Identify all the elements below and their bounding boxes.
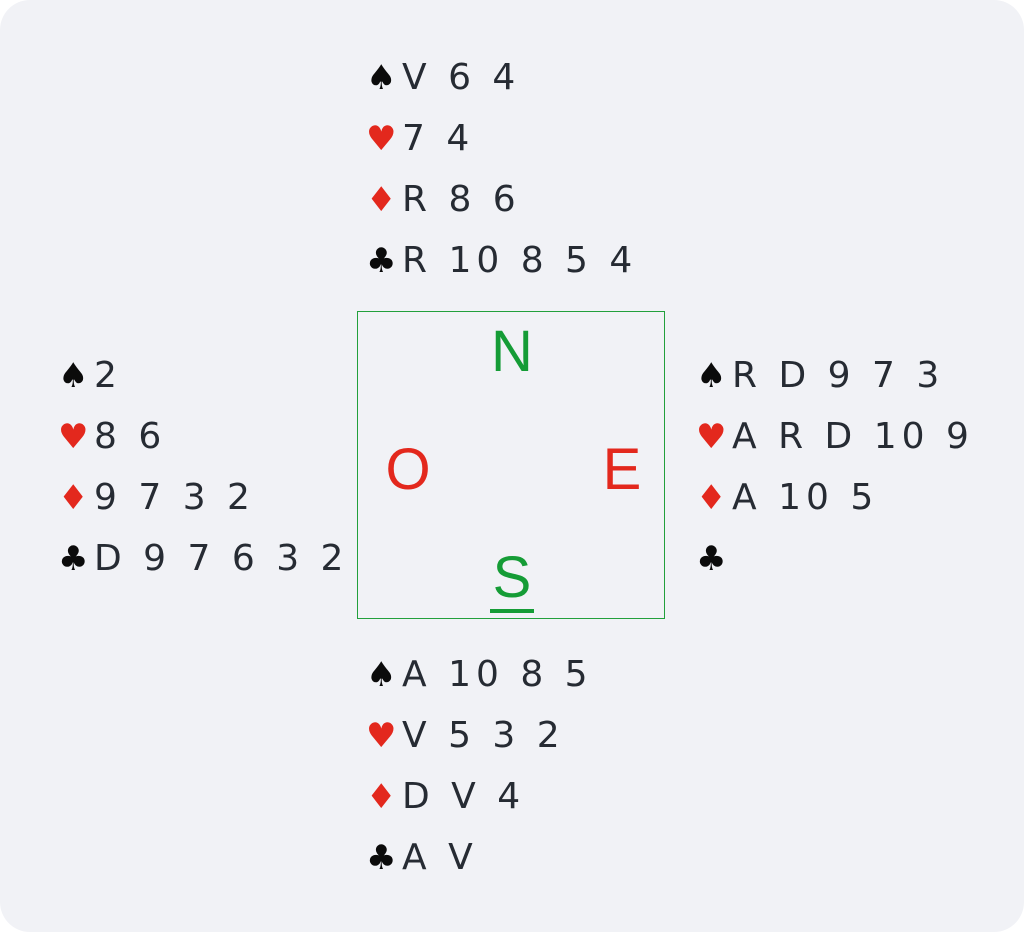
east-spades-line: ♠R D 9 7 3 bbox=[696, 346, 944, 406]
heart-icon: ♥ bbox=[366, 119, 397, 159]
compass-east: E bbox=[602, 437, 642, 502]
west-spades-line: ♠2 bbox=[58, 346, 122, 406]
south-hearts-line: ♥V 5 3 2 bbox=[366, 706, 565, 766]
dealer-underline bbox=[490, 609, 534, 613]
west-diamonds-line: ♦9 7 3 2 bbox=[58, 468, 255, 528]
south-clubs-cards: A V bbox=[402, 837, 478, 878]
east-hearts-line: ♥A R D 10 9 bbox=[696, 407, 974, 467]
club-icon: ♣ bbox=[696, 539, 727, 579]
north-hearts-cards: 7 4 bbox=[402, 118, 475, 159]
spade-icon: ♠ bbox=[58, 356, 89, 396]
compass-north: N bbox=[491, 319, 533, 384]
west-clubs-line: ♣D 9 7 6 3 2 bbox=[58, 529, 348, 589]
north-clubs-cards: R 10 8 5 4 bbox=[402, 240, 638, 281]
west-hearts-line: ♥8 6 bbox=[58, 407, 166, 467]
south-clubs-line: ♣A V bbox=[366, 828, 478, 888]
compass-west: O bbox=[385, 437, 431, 502]
west-spades-cards: 2 bbox=[94, 355, 122, 396]
north-hearts-line: ♥7 4 bbox=[366, 109, 474, 169]
east-diamonds-line: ♦A 10 5 bbox=[696, 468, 878, 528]
spade-icon: ♠ bbox=[366, 58, 397, 98]
diamond-icon: ♦ bbox=[366, 777, 397, 817]
diamond-icon: ♦ bbox=[58, 478, 89, 518]
north-spades-line: ♠V 6 4 bbox=[366, 48, 520, 108]
club-icon: ♣ bbox=[58, 539, 89, 579]
south-diamonds-cards: D V 4 bbox=[402, 776, 526, 817]
diamond-icon: ♦ bbox=[696, 478, 727, 518]
south-spades-line: ♠A 10 8 5 bbox=[366, 645, 593, 705]
north-spades-cards: V 6 4 bbox=[402, 57, 521, 98]
west-clubs-cards: D 9 7 6 3 2 bbox=[94, 538, 349, 579]
heart-icon: ♥ bbox=[366, 716, 397, 756]
east-hearts-cards: A R D 10 9 bbox=[732, 416, 974, 457]
east-diamonds-cards: A 10 5 bbox=[732, 477, 879, 518]
south-diamonds-line: ♦D V 4 bbox=[366, 767, 525, 827]
north-diamonds-line: ♦R 8 6 bbox=[366, 170, 521, 230]
club-icon: ♣ bbox=[366, 838, 397, 878]
heart-icon: ♥ bbox=[696, 417, 727, 457]
north-diamonds-cards: R 8 6 bbox=[402, 179, 521, 220]
north-clubs-line: ♣R 10 8 5 4 bbox=[366, 231, 637, 291]
west-diamonds-cards: 9 7 3 2 bbox=[94, 477, 255, 518]
compass-box: N O E S bbox=[357, 311, 665, 619]
compass-south: S bbox=[492, 545, 532, 610]
spade-icon: ♠ bbox=[366, 655, 397, 695]
club-icon: ♣ bbox=[366, 241, 397, 281]
south-hearts-cards: V 5 3 2 bbox=[402, 715, 565, 756]
heart-icon: ♥ bbox=[58, 417, 89, 457]
south-spades-cards: A 10 8 5 bbox=[402, 654, 593, 695]
spade-icon: ♠ bbox=[696, 356, 727, 396]
west-hearts-cards: 8 6 bbox=[94, 416, 167, 457]
diamond-icon: ♦ bbox=[366, 180, 397, 220]
east-clubs-line: ♣ bbox=[696, 529, 732, 589]
east-spades-cards: R D 9 7 3 bbox=[732, 355, 945, 396]
